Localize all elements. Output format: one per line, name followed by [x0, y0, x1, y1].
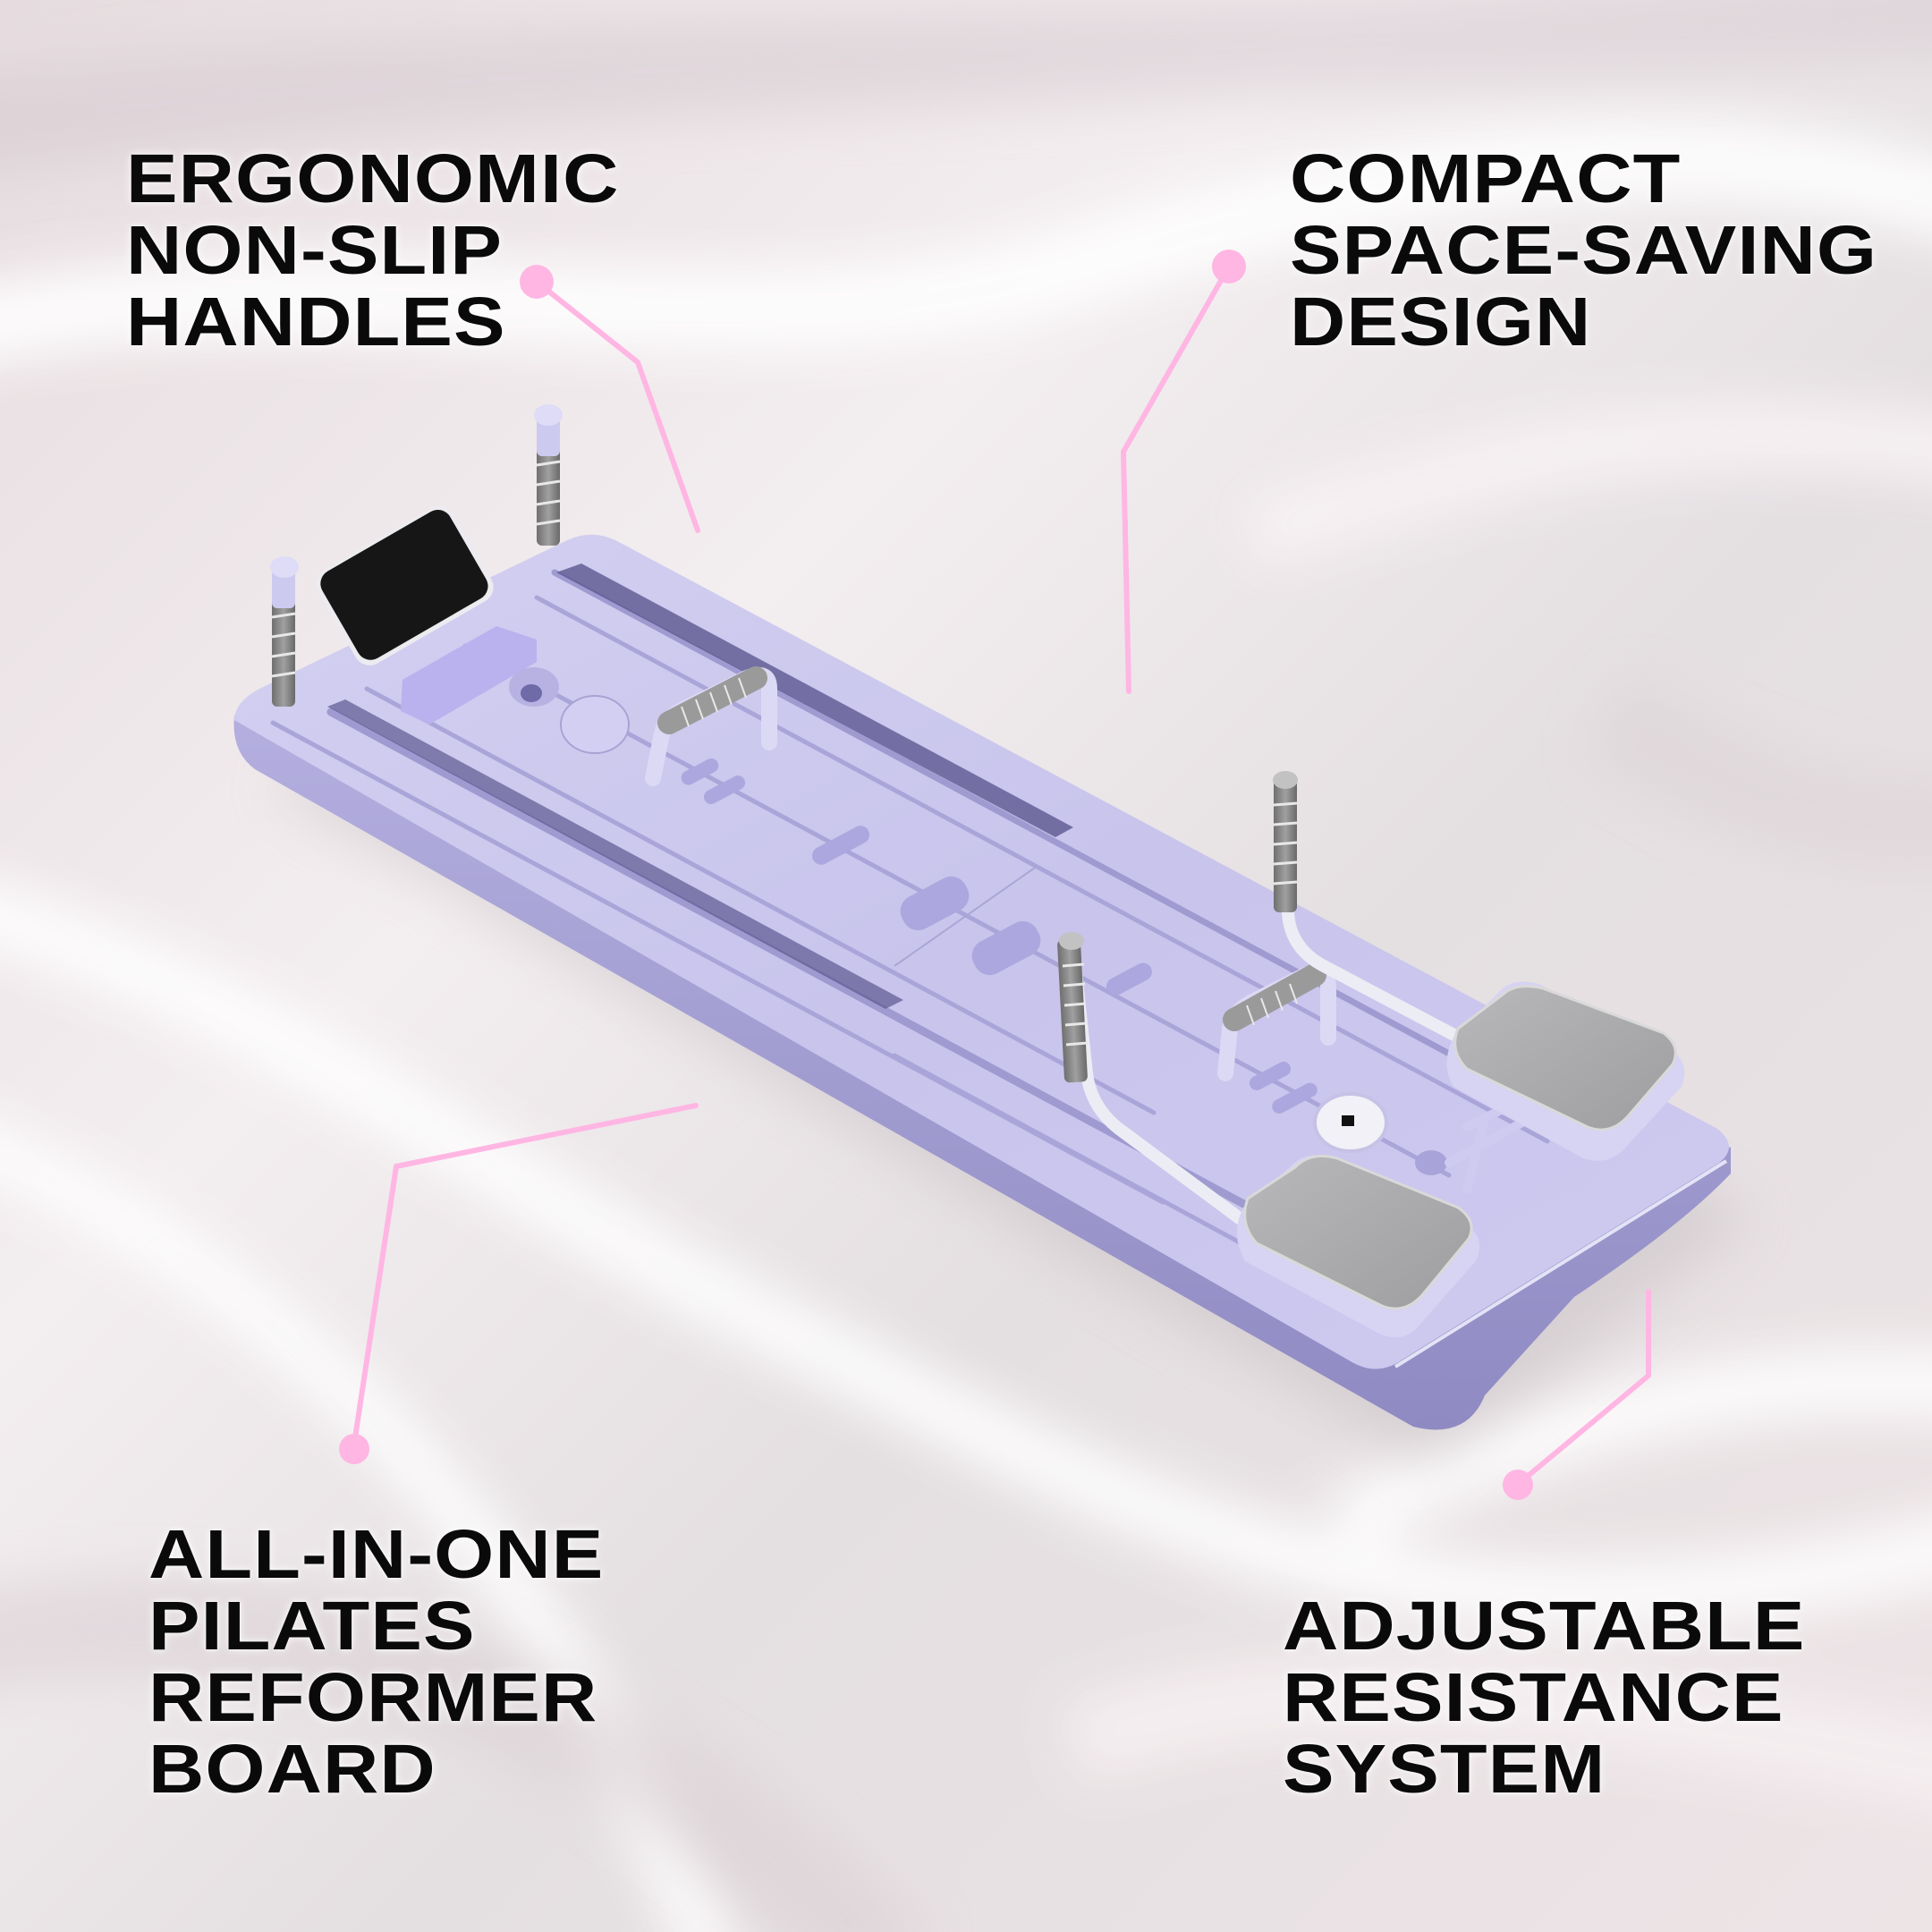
callout-line: BOARD: [148, 1731, 436, 1808]
connector-board: [352, 1103, 699, 1446]
dot-board: [339, 1434, 369, 1464]
reformer-board: [233, 534, 1731, 1430]
adjustment-slots: [681, 758, 1318, 1114]
board-grooves: [270, 569, 1596, 1291]
resistance-pole-back-left: [270, 556, 299, 707]
callout-line: DESIGN: [1290, 284, 1592, 360]
connector-compact: [1121, 264, 1232, 694]
push-up-handle-back: [645, 666, 777, 786]
pedal-rod-front: [1057, 932, 1267, 1241]
callout-all-in-one-board: ALL-IN-ONE PILATES REFORMER BOARD: [148, 1519, 604, 1805]
round-cap: [560, 695, 630, 754]
dot-handles: [520, 265, 554, 299]
callout-line: HANDLES: [126, 284, 506, 360]
callout-line: SPACE-SAVING: [1290, 212, 1878, 289]
connector-resistance: [1518, 1289, 1651, 1485]
phone-holder: [316, 505, 494, 665]
phone-screen: [320, 509, 488, 660]
foot-pedal-front: [1236, 1155, 1480, 1338]
callout-line: ADJUSTABLE: [1283, 1588, 1806, 1665]
push-up-handle-front: [1217, 963, 1336, 1081]
fold-seam: [894, 865, 1038, 967]
callout-line: NON-SLIP: [126, 212, 504, 289]
callout-line: PILATES: [148, 1588, 476, 1665]
callout-line: SYSTEM: [1283, 1731, 1606, 1808]
dot-compact: [1212, 250, 1246, 284]
resistance-dial: [1313, 1092, 1388, 1153]
phone-dock-recess: [401, 626, 537, 724]
callout-line: ERGONOMIC: [126, 140, 620, 217]
callout-connectors: [352, 264, 1651, 1485]
callout-line: COMPACT: [1290, 140, 1682, 217]
callout-line: ALL-IN-ONE: [148, 1516, 605, 1593]
callout-line: REFORMER: [148, 1659, 598, 1736]
callout-adjustable-resistance: ADJUSTABLE RESISTANCE SYSTEM: [1283, 1590, 1806, 1805]
pedal-rod-back: [1273, 771, 1482, 1053]
callout-ergonomic-handles: ERGONOMIC NON-SLIP HANDLES: [126, 143, 619, 358]
resistance-pole-back-right: [534, 404, 563, 546]
dot-resistance: [1503, 1470, 1533, 1500]
connector-handles: [534, 279, 700, 533]
callout-compact-design: COMPACT SPACE-SAVING DESIGN: [1290, 143, 1877, 358]
rail-slot-back: [556, 564, 1073, 837]
callout-dots: [339, 250, 1533, 1500]
callout-line: RESISTANCE: [1283, 1659, 1784, 1736]
rail-slot-front: [327, 699, 903, 1009]
foot-pedal-back: [1446, 981, 1685, 1161]
